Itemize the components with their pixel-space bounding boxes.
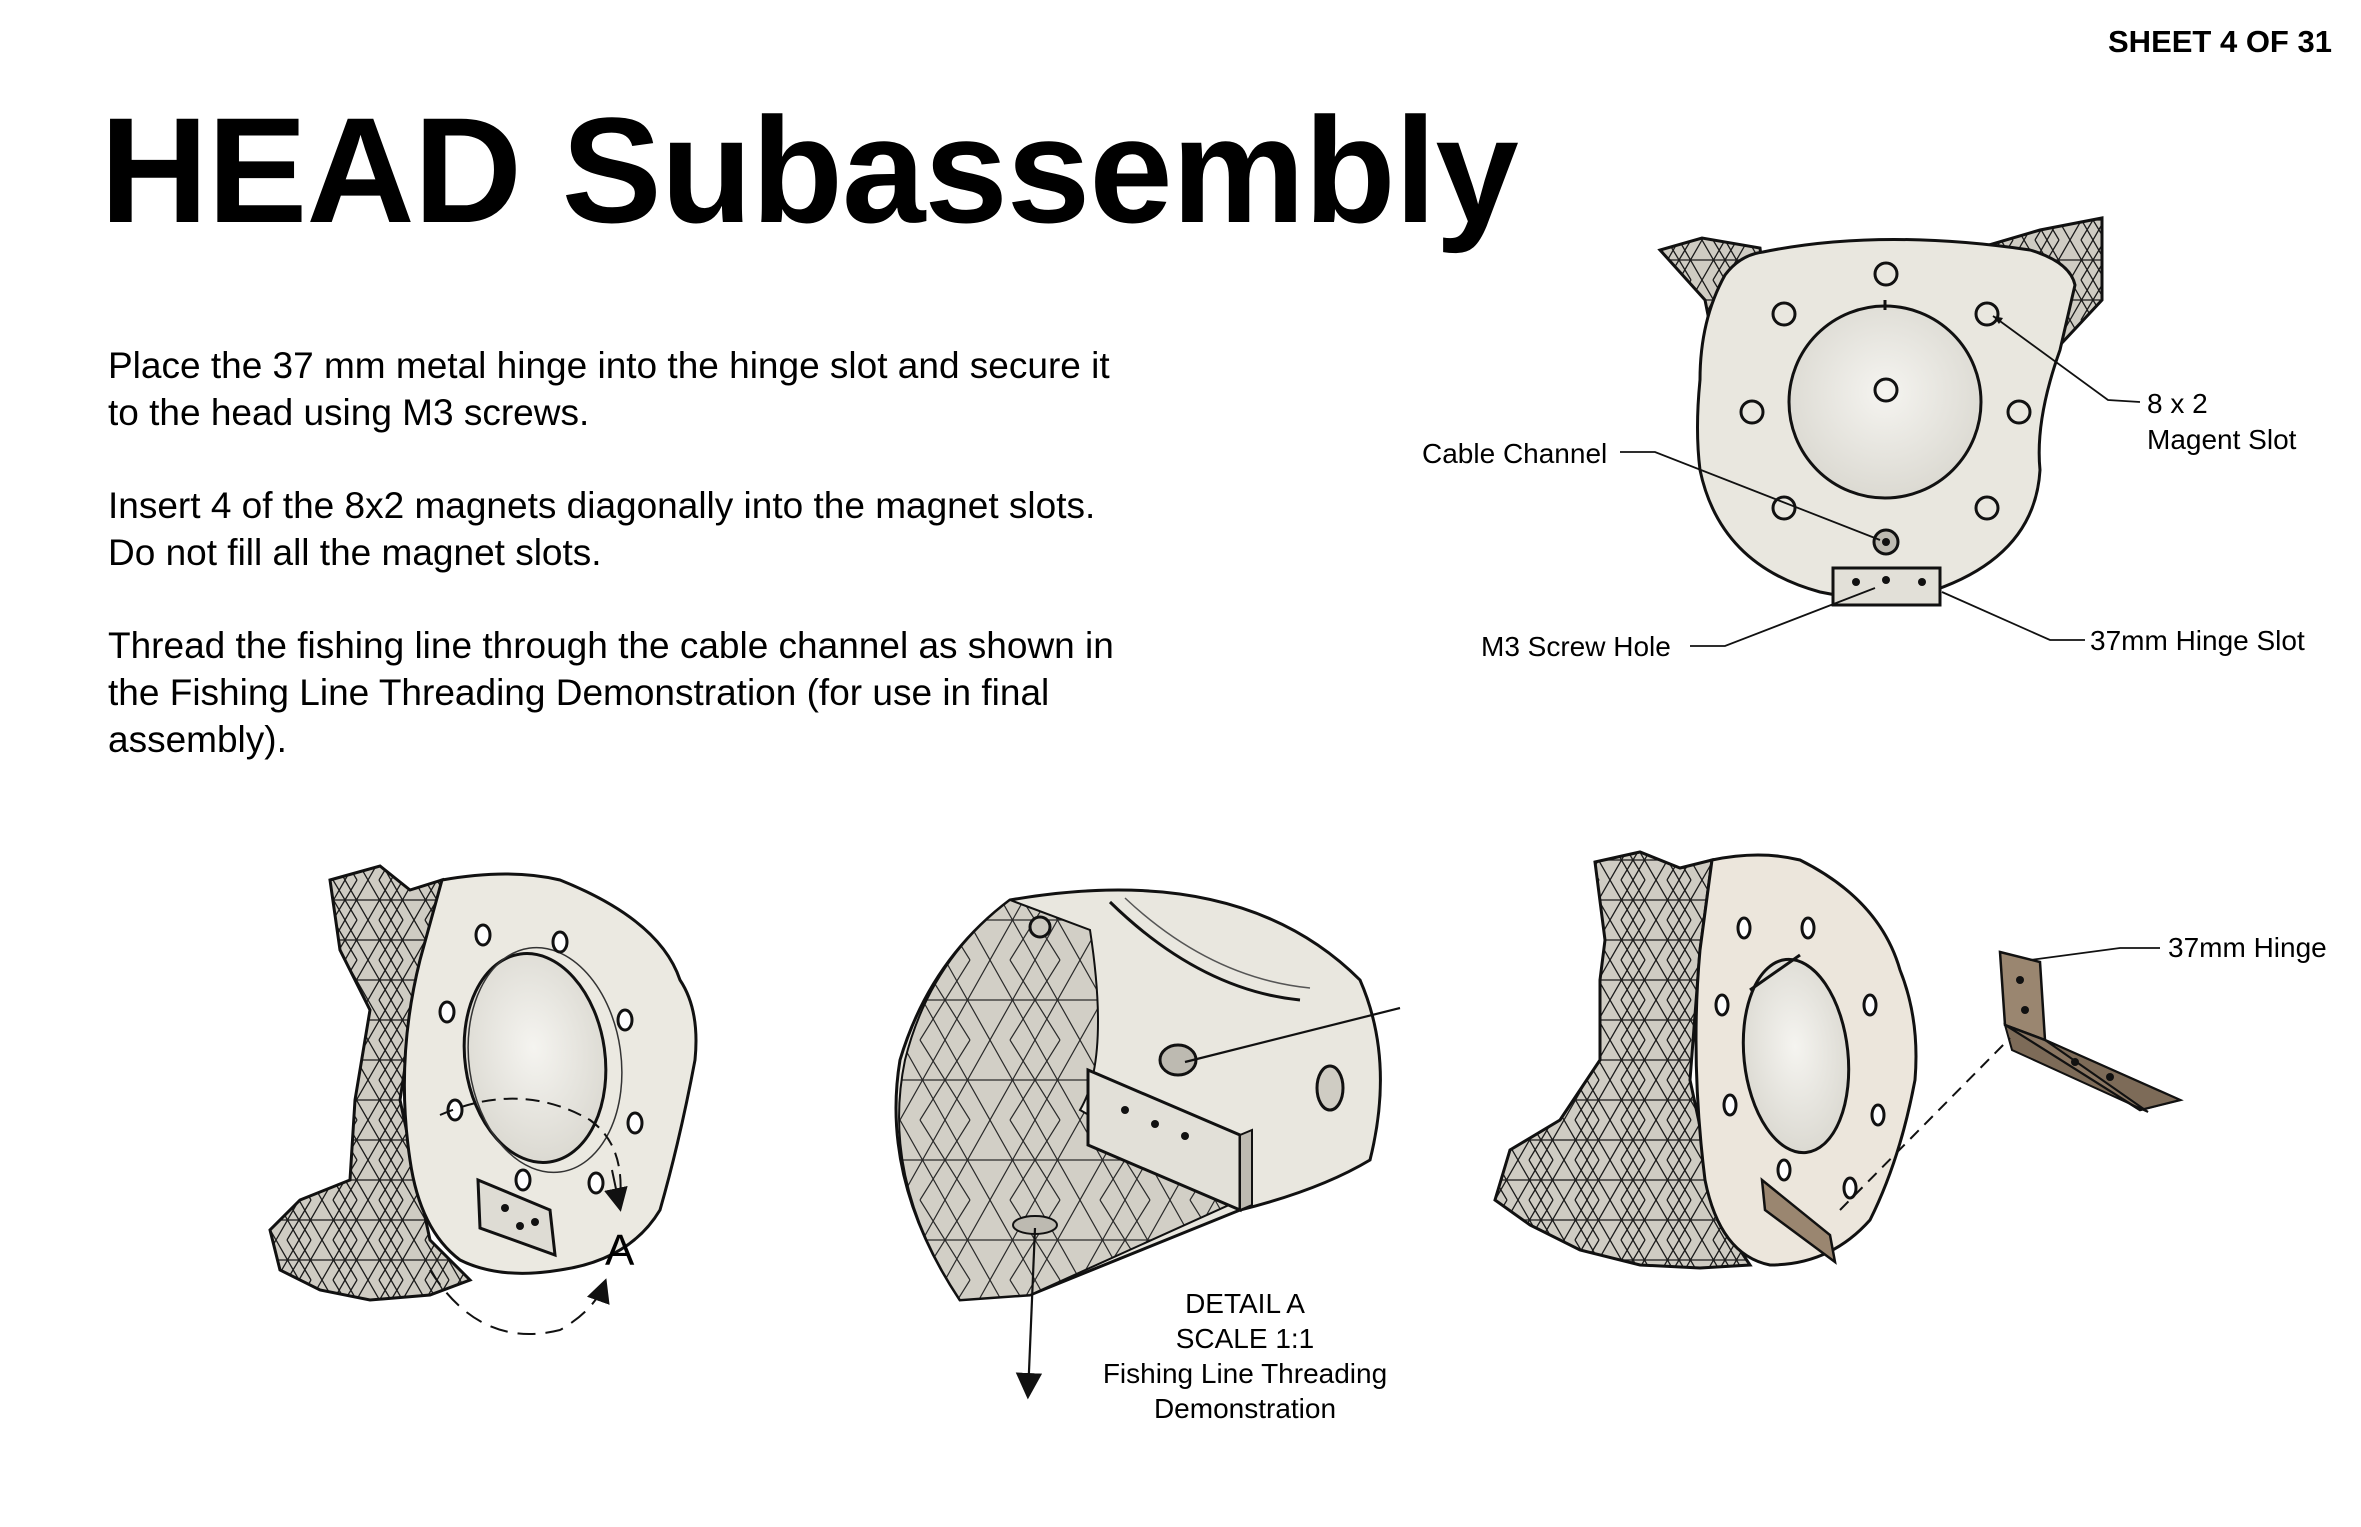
instruction-step-3: Thread the fishing line through the cabl…: [108, 625, 1114, 760]
fishing-line: [1184, 1006, 1401, 1064]
instruction-list: Place the 37 mm metal hinge into the hin…: [108, 342, 1128, 809]
detail-caption-title: DETAIL A: [1185, 1288, 1305, 1319]
magnet-slot: [2006, 399, 2032, 425]
sheet-number: SHEET 4 OF 31: [2108, 24, 2332, 59]
iso-view: A: [268, 864, 698, 1335]
hinge-part: [1998, 950, 2184, 1113]
magnet-slots: [1714, 916, 1886, 1200]
magnet-slot: [1028, 915, 1052, 939]
detail-boundary: [439, 1097, 622, 1201]
magnet-slot: [1873, 261, 1899, 287]
callout-cable-channel: Cable Channel: [1422, 438, 1607, 469]
magnet-slot: [1873, 377, 1899, 403]
hinge-slot: [476, 1177, 557, 1258]
magnet-slot: [1974, 495, 2000, 521]
callout-hinge-slot: 37mm Hinge Slot: [2090, 625, 2305, 656]
magnet-slots: [438, 923, 644, 1195]
magnet-slot: [1739, 399, 1765, 425]
exploded-view: 37mm Hinge: [1493, 850, 2327, 1270]
detail-view: DETAIL A SCALE 1:1 Fishing Line Threadin…: [894, 888, 1401, 1424]
hinge-slot: [1831, 566, 1942, 607]
screw-hole: [1852, 578, 1860, 586]
screw-hole: [1882, 576, 1890, 584]
instruction-step-1: Place the 37 mm metal hinge into the hin…: [108, 345, 1110, 433]
magnet-slot: [1771, 495, 1797, 521]
page-title: HEAD Subassembly: [100, 86, 1519, 254]
callout-magnet-slot: Magent Slot: [2147, 424, 2297, 455]
callout-magnet-size: 8 x 2: [2147, 388, 2208, 419]
detail-arrow: [429, 1269, 610, 1335]
magnet-slot: [1771, 301, 1797, 327]
magnet-slots: [1739, 261, 2032, 521]
screw-hole: [1918, 578, 1926, 586]
magnet-slot: [1315, 1064, 1345, 1112]
front-view: 8 x 2 Magent Slot Cable Channel M3 Screw…: [1422, 216, 2305, 662]
detail-caption-desc-2: Demonstration: [1154, 1393, 1336, 1424]
callout-hinge: 37mm Hinge: [2168, 932, 2327, 963]
detail-caption-desc-1: Fishing Line Threading: [1103, 1358, 1387, 1389]
assembly-path: [1839, 1037, 2011, 1211]
detail-caption-scale: SCALE 1:1: [1176, 1323, 1315, 1354]
detail-marker-label: A: [605, 1226, 635, 1275]
instruction-step-2: Insert 4 of the 8x2 magnets diagonally i…: [108, 485, 1096, 573]
installed-hinge: [1760, 1177, 1837, 1265]
callout-m3-screw-hole: M3 Screw Hole: [1481, 631, 1671, 662]
fishing-line: [1015, 1227, 1043, 1400]
bowl-recess: [1741, 957, 1851, 1155]
magnet-slot: [1974, 301, 2000, 327]
